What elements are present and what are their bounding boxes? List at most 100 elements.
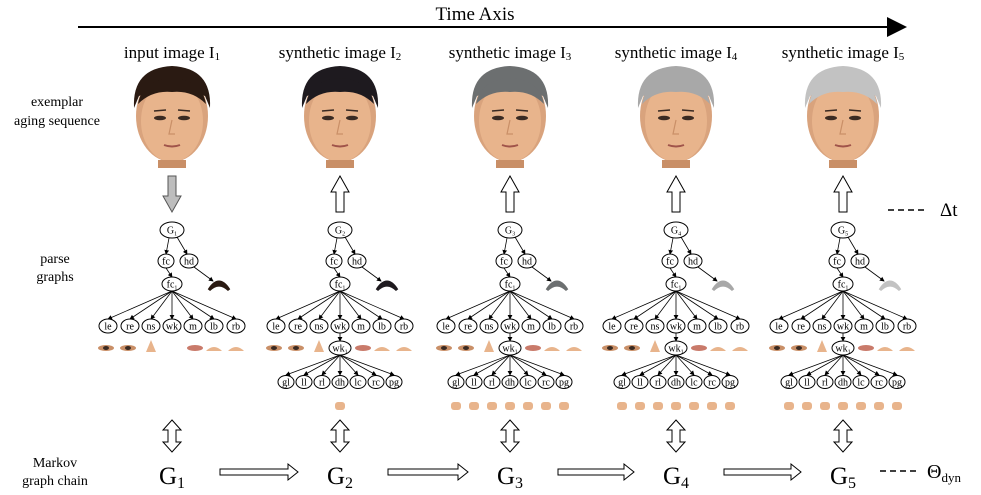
neck	[326, 160, 354, 168]
node-rc: rc	[367, 375, 385, 389]
node-wk-label: wk	[334, 322, 346, 333]
node-lb-shape	[372, 318, 392, 334]
leaf-rb	[899, 347, 915, 351]
chain-node-1: G1	[159, 463, 185, 492]
node-re-shape	[624, 318, 644, 334]
node-wk-sub-sub: 1	[681, 350, 684, 356]
node-gl: gl	[277, 375, 295, 389]
node-root-label: G4	[671, 226, 681, 238]
node-fc-sub: fc1	[665, 276, 687, 292]
node-le-shape	[436, 318, 456, 334]
node-wk: wk	[833, 318, 853, 334]
node-ll-shape	[631, 375, 649, 389]
arrow-shape	[666, 174, 686, 213]
leaf-rb	[228, 347, 244, 351]
node-hd-shape	[347, 253, 367, 269]
node-fc-sub: fc1	[329, 276, 351, 292]
node-ll: ll	[465, 375, 483, 389]
row-label-markov-line2: graph chain	[22, 474, 88, 489]
leaf-ns	[146, 340, 156, 352]
edge-fc-m	[509, 290, 532, 320]
right-brow	[177, 109, 191, 112]
node-m-label: m	[189, 322, 197, 333]
node-dh: dh	[331, 375, 349, 389]
right-eye	[849, 115, 861, 121]
node-rb-shape	[897, 318, 917, 334]
face-image-2	[301, 66, 379, 168]
edge-wk-rl	[491, 354, 511, 376]
node-re: re	[791, 318, 811, 334]
edge-fc-le	[611, 290, 677, 320]
left-eye	[658, 115, 670, 121]
edge-fc-le	[107, 290, 173, 320]
node-wk-sub-label: wk1	[835, 344, 850, 356]
node-ns: ns	[812, 318, 832, 334]
node-lb-label: lb	[378, 322, 386, 333]
time-axis-label: Time Axis	[435, 4, 514, 25]
svg-text:Θdyn: Θdyn	[927, 461, 961, 485]
node-lb: lb	[708, 318, 728, 334]
edge-wk-lc	[339, 354, 359, 376]
node-wk-sub-sub: 1	[515, 350, 518, 356]
node-le-shape	[98, 318, 118, 334]
edge-root-hd	[847, 236, 859, 255]
legend-theta-sub: dyn	[941, 470, 961, 485]
node-fc-sub: fc1	[161, 276, 183, 292]
node-gl-label: gl	[785, 378, 793, 389]
leaf-rb	[396, 347, 412, 351]
node-lc-shape	[685, 375, 703, 389]
node-root-label: G3	[505, 226, 515, 238]
node-rb: rb	[897, 318, 917, 334]
node-fc-sub-sub: 1	[512, 286, 515, 292]
edge-fc-lb	[675, 290, 719, 320]
leaf-le-pupil	[774, 346, 780, 350]
leaf-m	[858, 345, 874, 351]
node-dh-label: dh	[838, 378, 848, 389]
node-wk-sub-label: wk1	[502, 344, 517, 356]
node-re-shape	[458, 318, 478, 334]
node-gl: gl	[780, 375, 798, 389]
node-rb-label: rb	[400, 322, 408, 333]
nose	[336, 119, 343, 135]
node-pg: pg	[555, 375, 573, 389]
edge-wk-ll	[473, 354, 511, 376]
mouth	[331, 144, 349, 148]
node-lc-shape	[852, 375, 870, 389]
node-dh-shape	[834, 375, 852, 389]
column-label-1: input image I1	[124, 43, 220, 63]
node-hd: hd	[347, 253, 367, 269]
node-ll-label: ll	[637, 378, 643, 389]
leaf-re-pupil	[796, 346, 802, 350]
node-hd: hd	[850, 253, 870, 269]
node-re-label: re	[797, 322, 805, 333]
legend-dt: Δt	[888, 200, 958, 221]
edge-wk-pg	[509, 354, 565, 376]
node-le: le	[266, 318, 286, 334]
node-lb-label: lb	[881, 322, 889, 333]
neck	[496, 160, 524, 168]
node-rb-label: rb	[570, 322, 578, 333]
node-gl-label: gl	[282, 378, 290, 389]
edge-root-hd	[344, 236, 356, 255]
leaf-ns	[817, 340, 827, 352]
nose	[672, 119, 679, 135]
left-brow	[321, 109, 335, 112]
edge-fc-lb	[339, 290, 383, 320]
edge-wk-pg	[339, 354, 395, 376]
node-dh-shape	[331, 375, 349, 389]
markov-chain-arrows	[219, 462, 802, 482]
node-wk-sub: wk1	[831, 340, 855, 356]
node-rb: rb	[564, 318, 584, 334]
node-wk: wk	[162, 318, 182, 334]
node-fc-sub-sub: 1	[174, 286, 177, 292]
node-gl: gl	[447, 375, 465, 389]
edge-root-fc	[502, 237, 508, 255]
edge-fc-re	[467, 290, 511, 320]
column-label-4: synthetic image I4	[615, 43, 738, 63]
node-root: G3	[497, 221, 523, 239]
node-lb-shape	[708, 318, 728, 334]
leaf-wr-dh	[505, 402, 515, 410]
node-rc: rc	[537, 375, 555, 389]
